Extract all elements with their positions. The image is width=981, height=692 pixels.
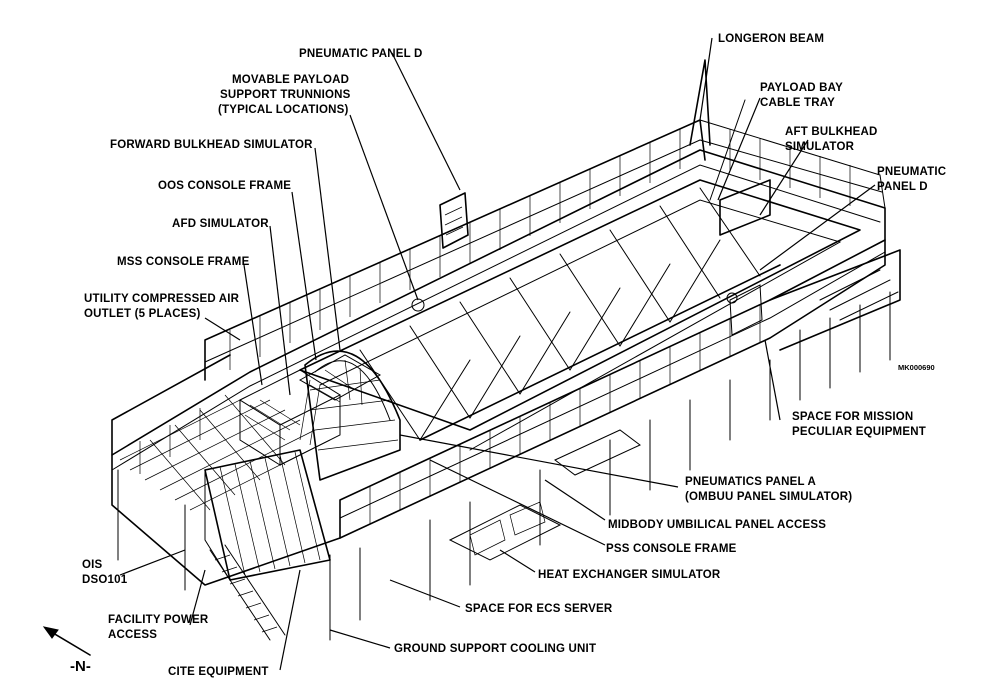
label-forward-bulkhead: FORWARD BULKHEAD SIMULATOR — [110, 139, 313, 151]
label-ois-2: DSO101 — [82, 574, 128, 586]
near-railing-posts — [139, 304, 761, 524]
label-payload-bay-cable-tray-1: PAYLOAD BAY — [760, 82, 843, 94]
label-movable-trunnions-2: SUPPORT TRUNNIONS — [220, 89, 351, 101]
leader-lines — [119, 37, 876, 671]
label-longeron-beam: LONGERON BEAM — [718, 33, 824, 45]
label-pss-console: PSS CONSOLE FRAME — [606, 543, 737, 555]
label-utility-air-2: OUTLET (5 PLACES) — [84, 308, 201, 320]
deck-grid — [119, 389, 331, 511]
label-cite-equipment: CITE EQUIPMENT — [168, 666, 269, 678]
label-afd-simulator: AFD SIMULATOR — [172, 218, 269, 230]
label-aft-bulkhead-2: SIMULATOR — [785, 141, 855, 153]
label-space-mission-2: PECULIAR EQUIPMENT — [792, 426, 926, 438]
support-legs — [117, 359, 771, 641]
label-ground-support-cooling: GROUND SUPPORT COOLING UNIT — [394, 643, 596, 655]
label-pneumatics-panel-a-1: PNEUMATICS PANEL A — [685, 476, 816, 488]
label-utility-air-1: UTILITY COMPRESSED AIR — [84, 293, 240, 305]
far-railing-posts — [229, 129, 851, 370]
label-midbody-umbilical: MIDBODY UMBILICAL PANEL ACCESS — [608, 519, 826, 531]
label-space-mission-1: SPACE FOR MISSION — [792, 411, 913, 423]
label-ois-1: OIS — [82, 559, 103, 571]
figure-id: MK000690 — [898, 363, 935, 372]
cite-cabinets — [219, 451, 321, 576]
north-arrow: -N- — [42, 626, 91, 675]
structure-drawing — [111, 59, 901, 641]
label-space-ecs: SPACE FOR ECS SERVER — [465, 603, 613, 615]
label-heat-exchanger: HEAT EXCHANGER SIMULATOR — [538, 569, 721, 581]
label-movable-trunnions-3: (TYPICAL LOCATIONS) — [218, 104, 349, 116]
label-movable-trunnions-1: MOVABLE PAYLOAD — [232, 74, 349, 86]
label-oos-console: OOS CONSOLE FRAME — [158, 180, 291, 192]
labels: PNEUMATIC PANEL D LONGERON BEAM MOVABLE … — [82, 33, 946, 678]
north-arrow-head-icon — [42, 626, 59, 639]
label-pneumatics-panel-a-2: (OMBUU PANEL SIMULATOR) — [685, 491, 852, 503]
bay-frames — [359, 187, 761, 441]
label-facility-power-1: FACILITY POWER — [108, 614, 209, 626]
label-pneumatic-panel-d-right-1: PNEUMATIC — [877, 166, 946, 178]
label-pneumatic-panel-d-top: PNEUMATIC PANEL D — [299, 48, 423, 60]
label-mss-console: MSS CONSOLE FRAME — [117, 256, 250, 268]
right-legs — [799, 291, 891, 401]
label-payload-bay-cable-tray-2: CABLE TRAY — [760, 97, 835, 109]
label-aft-bulkhead-1: AFT BULKHEAD — [785, 126, 877, 138]
north-label: -N- — [70, 658, 91, 675]
label-facility-power-2: ACCESS — [108, 629, 157, 641]
label-pneumatic-panel-d-right-2: PANEL D — [877, 181, 928, 193]
